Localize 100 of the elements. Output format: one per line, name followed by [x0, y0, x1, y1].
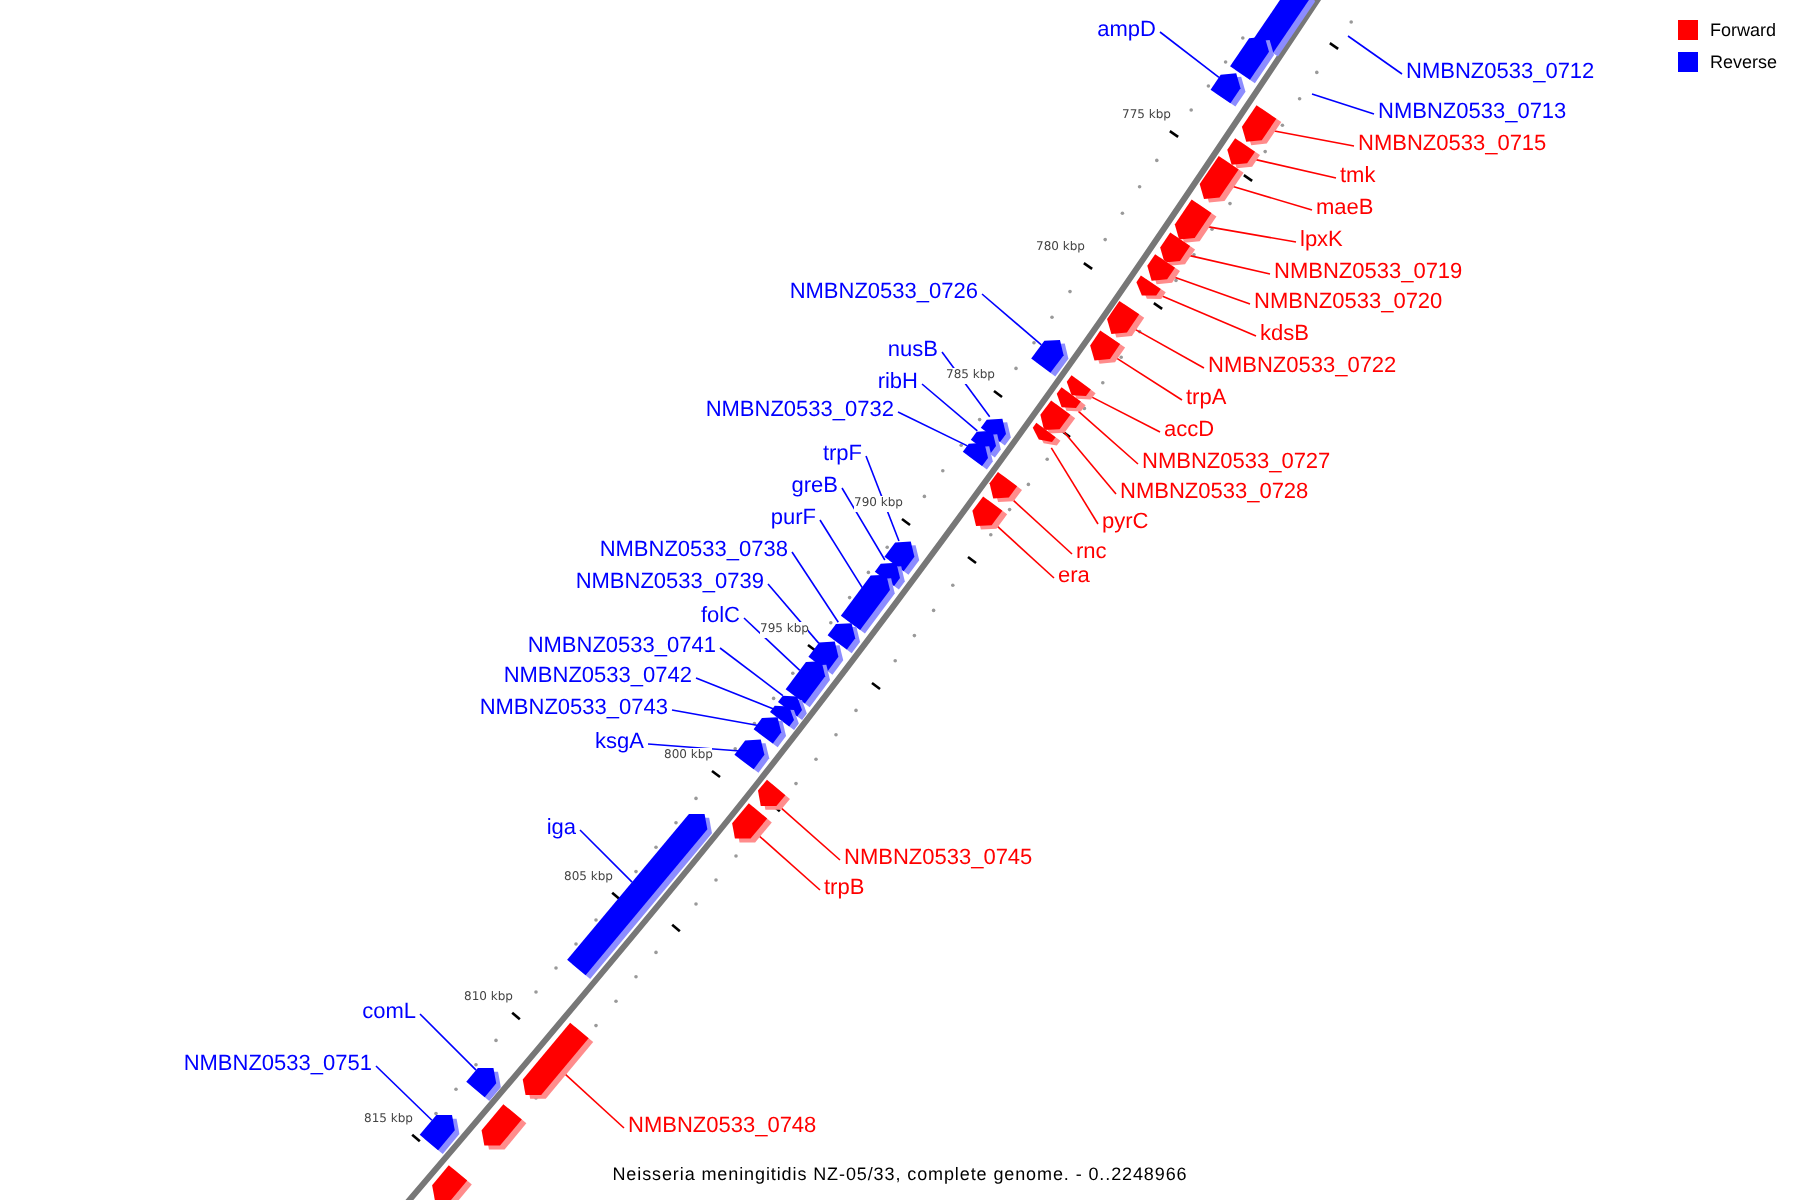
leader-line: [579, 829, 633, 883]
gene-label: kdsB: [1260, 320, 1309, 348]
leader-line: [1011, 498, 1073, 555]
gene-block: [756, 778, 790, 810]
gene-label: lpxK: [1300, 226, 1343, 254]
gene-label: iga: [546, 814, 576, 842]
leader-line: [841, 487, 886, 561]
gene-label: NMBNZ0533_0741: [527, 632, 716, 660]
legend-label: Reverse: [1710, 50, 1778, 74]
gene-label: NMBNZ0533_0722: [1208, 352, 1397, 380]
gene-label: purF: [770, 504, 816, 532]
gene-label: NMBNZ0533_0745: [844, 844, 1033, 872]
gene-label: NMBNZ0533_0720: [1254, 288, 1443, 316]
leader-line: [995, 524, 1055, 579]
gene-label: accD: [1164, 416, 1215, 444]
gene-label: NMBNZ0533_0742: [503, 662, 692, 690]
gene-block: [988, 472, 1022, 504]
leader-line: [791, 551, 840, 624]
gene-block: [1198, 154, 1244, 204]
gene-block: [1056, 386, 1086, 412]
gene-label: comL: [362, 998, 416, 1026]
gene-label: NMBNZ0533_0751: [183, 1050, 372, 1078]
leader-line: [1089, 395, 1161, 433]
gene-block: [418, 1114, 460, 1156]
gene-label: NMBNZ0533_0739: [575, 568, 764, 596]
gene-label: trpA: [1186, 384, 1227, 412]
leader-line: [1050, 447, 1099, 525]
leader-line: [695, 677, 774, 710]
gene-label: trpF: [822, 440, 862, 468]
leader-line: [921, 383, 979, 432]
gene-label: trpB: [824, 874, 865, 902]
gene-block: [840, 574, 896, 634]
gene-label: NMBNZ0533_0743: [479, 694, 668, 722]
gene-label: rnc: [1076, 538, 1107, 566]
gene-label: ampD: [1097, 16, 1156, 44]
gene-label: ksgA: [595, 728, 644, 756]
leader-line: [757, 834, 821, 891]
gene-block: [466, 1066, 502, 1102]
leader-line: [1115, 356, 1183, 401]
leader-line: [743, 617, 801, 672]
gene-label: NMBNZ0533_0732: [705, 396, 894, 424]
gene-block: [962, 442, 994, 470]
leader-line: [981, 293, 1043, 346]
caption: Neisseria meningitidis NZ-05/33, complete genome. - 0..2248966: [612, 1164, 1188, 1184]
gene-block: [1106, 300, 1146, 338]
leader-line: [1270, 129, 1355, 147]
gene-label: nusB: [887, 336, 938, 364]
gene-block: [972, 496, 1008, 530]
leader-line: [647, 743, 741, 752]
gene-label: NMBNZ0533_0748: [628, 1112, 817, 1140]
gene-label: NMBNZ0533_0726: [789, 278, 978, 306]
gene-label: tmk: [1340, 162, 1376, 190]
leader-line: [1133, 328, 1205, 369]
gene-block: [1090, 330, 1126, 364]
leader-line: [563, 1072, 625, 1129]
gene-label: maeB: [1316, 194, 1374, 222]
gene-block: [1160, 232, 1196, 266]
gene-label: NMBNZ0533_0712: [1406, 58, 1595, 86]
gene-label: NMBNZ0533_0738: [599, 536, 788, 564]
leader-line: [1186, 254, 1271, 275]
gene-block: [522, 1022, 594, 1100]
gene-label: ribH: [877, 368, 918, 396]
gene-block: [1226, 138, 1260, 170]
leader-line: [1347, 35, 1403, 75]
gene-label: NMBNZ0533_0713: [1378, 98, 1567, 126]
leader-line: [719, 647, 784, 697]
leader-line: [1311, 93, 1375, 115]
gene-label: NMBNZ0533_0728: [1120, 478, 1309, 506]
gene-block: [1136, 274, 1166, 300]
gene-block: [432, 1164, 472, 1200]
leader-line: [1252, 158, 1337, 179]
gene-block: [1030, 338, 1070, 378]
leader-line: [1077, 410, 1139, 465]
gene-label: folC: [700, 602, 740, 630]
gene-label: pyrC: [1102, 508, 1149, 536]
gene-label: NMBNZ0533_0727: [1142, 448, 1331, 476]
leader-line: [1062, 429, 1117, 495]
gene-label: greB: [791, 472, 838, 500]
leader-line: [819, 519, 864, 589]
gene-block: [732, 802, 772, 844]
leader-line: [897, 411, 969, 447]
gene-block: [1230, 36, 1274, 84]
leader-line: [1205, 225, 1297, 243]
gene-block: [1210, 72, 1246, 108]
gene-label: NMBNZ0533_0719: [1274, 258, 1463, 286]
gene-block: [480, 1104, 528, 1150]
legend-label: Forward: [1710, 18, 1777, 42]
leader-line: [779, 806, 841, 861]
leader-line: [767, 583, 820, 645]
leader-line: [1160, 294, 1257, 337]
leader-line: [1159, 31, 1220, 79]
leader-line: [1230, 185, 1313, 211]
leader-line: [419, 1013, 477, 1071]
gene-block: [1240, 104, 1282, 146]
leader-line: [1172, 275, 1251, 305]
gene-label: NMBNZ0533_0715: [1358, 130, 1547, 158]
leader-line: [375, 1065, 433, 1122]
gene-block: [1032, 422, 1062, 446]
gene-block: [734, 738, 770, 774]
gene-label: era: [1058, 562, 1090, 590]
